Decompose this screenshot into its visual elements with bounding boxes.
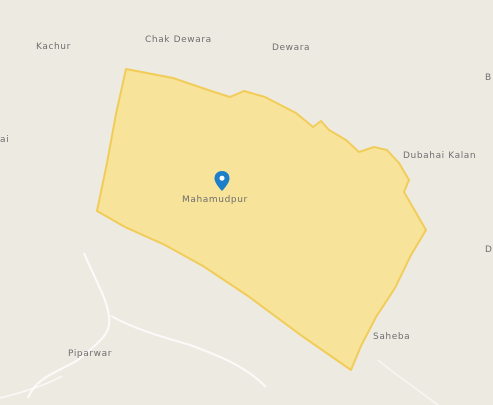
road-line: [110, 315, 267, 388]
place-label-chak-dewara: Chak Dewara: [145, 35, 212, 45]
place-label-partial-right-top: B: [485, 73, 492, 83]
place-label-dewara: Dewara: [272, 43, 311, 53]
place-label-partial-right-mid: D: [485, 245, 493, 255]
place-label-dubahai-kalan: Dubahai Kalan: [403, 151, 477, 161]
place-label-saheba: Saheba: [373, 332, 411, 342]
map-pin-icon[interactable]: [213, 170, 231, 192]
village-boundary: [96, 68, 427, 371]
road-line: [0, 375, 63, 399]
place-label-piparwar: Piparwar: [68, 349, 113, 359]
road-line: [377, 359, 439, 405]
place-label-partial-left: ai: [0, 135, 10, 145]
road-line: [27, 252, 111, 399]
place-label-mahamudpur: Mahamudpur: [182, 195, 248, 205]
place-label-kachur: Kachur: [36, 42, 71, 52]
